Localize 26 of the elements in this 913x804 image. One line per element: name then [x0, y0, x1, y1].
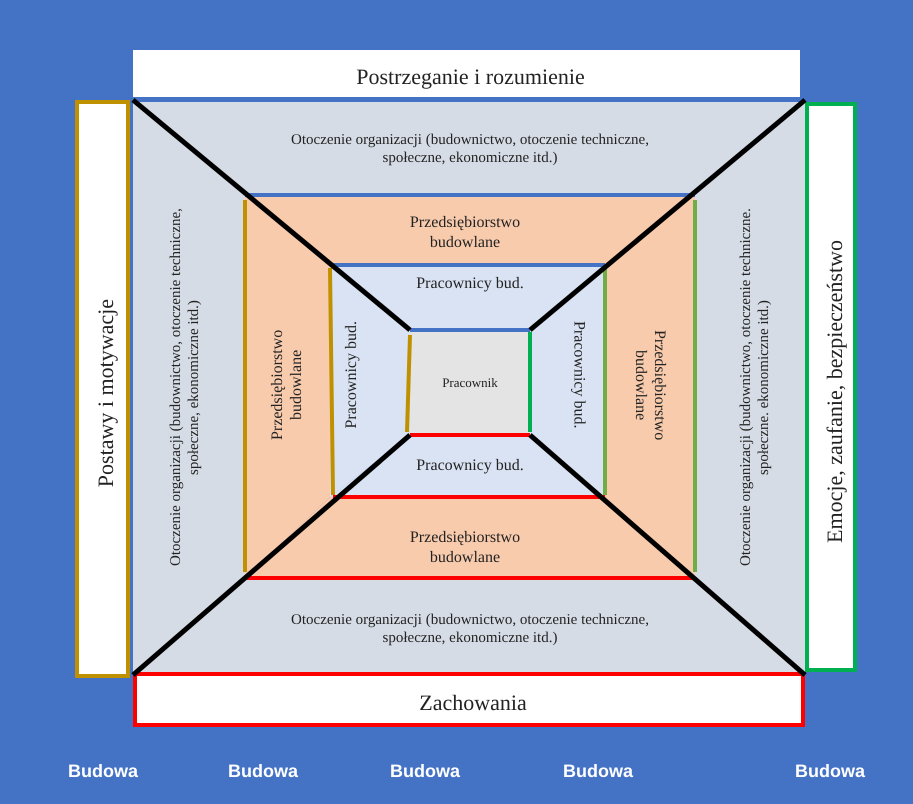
- footer-label: Budowa: [563, 761, 633, 782]
- footer-label: Budowa: [228, 761, 298, 782]
- footer-label: Budowa: [795, 761, 865, 782]
- footer-label: Budowa: [390, 761, 460, 782]
- footer-label: Budowa: [68, 761, 138, 782]
- panel-label: Otoczenie organizacji (budownictwo, otoczenie techniczne, społeczne, ekonomiczne itd.): [290, 131, 650, 167]
- panel-label: Postrzeganie i rozumienie: [356, 64, 585, 91]
- label-box: [75, 100, 130, 678]
- panel-label: Przedsiębiorstwo budowlane: [408, 528, 522, 567]
- panel-label: Przedsiębiorstwo budowlane: [408, 213, 522, 252]
- panel-label: Pracownicy bud.: [416, 456, 524, 476]
- panel-label: Otoczenie organizacji (budownictwo, otoczenie techniczne. społeczne. ekonomiczne itd.): [737, 208, 773, 568]
- panel-label: Otoczenie organizacji (budownictwo, otoczenie techniczne, społeczne, ekonomiczne itd.): [167, 208, 203, 568]
- panel-label: Zachowania: [419, 690, 527, 717]
- panel-label: Postawy i motywacje: [93, 298, 120, 488]
- label-box: [133, 672, 805, 727]
- panel-label: Przedsiębiorstwo budowlane: [631, 328, 670, 442]
- panel-label: Pracownicy bud.: [570, 321, 589, 429]
- panel-label: Otoczenie organizacji (budownictwo, otoczenie techniczne, społeczne, ekonomiczne itd.): [290, 611, 650, 647]
- panel-label: Przedsiębiorstwo budowlane: [268, 328, 306, 442]
- label-box: [133, 50, 800, 97]
- panel-label: Pracownicy bud.: [342, 321, 362, 429]
- label-box: [805, 102, 857, 672]
- panel-label: Emocje, zaufanie, bezpieczeństwo: [822, 240, 848, 542]
- panel-label: Pracownicy bud.: [416, 274, 524, 294]
- panel-label: Pracownik: [442, 374, 498, 390]
